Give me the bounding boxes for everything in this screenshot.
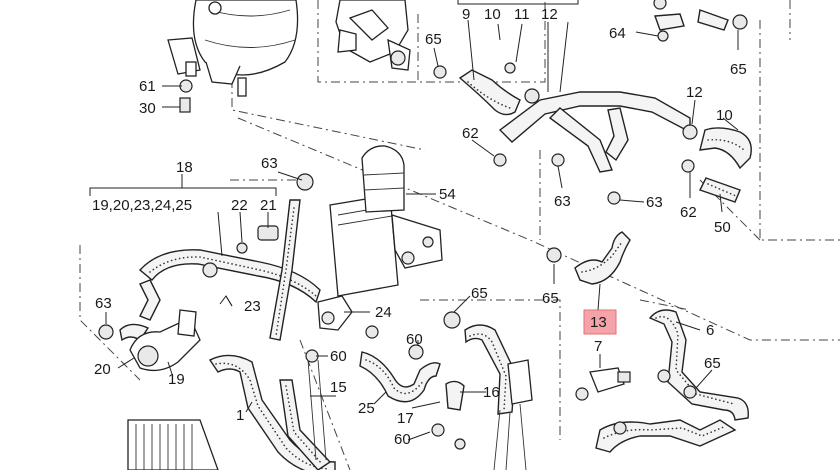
label-24: 24: [375, 304, 392, 321]
label-30: 30: [139, 100, 156, 117]
label-25: 25: [358, 400, 375, 417]
label-17: 17: [397, 410, 414, 427]
callout-labels: 9 10 11 12 64 65 65 61 30 12 10 62 63 54…: [92, 6, 747, 448]
label-22: 22: [231, 197, 248, 214]
label-1: 1: [236, 407, 244, 424]
label-54: 54: [439, 186, 456, 203]
hose-assembly-16-17: [431, 311, 533, 470]
label-65-center: 65: [542, 290, 559, 307]
label-64: 64: [609, 25, 626, 42]
hose-25: [359, 344, 441, 403]
label-10-top: 10: [484, 6, 501, 23]
label-63-upper: 63: [261, 155, 278, 172]
leader-lines: [89, 0, 739, 441]
label-60-left: 60: [330, 348, 347, 365]
hose-13: [574, 231, 631, 285]
label-50: 50: [714, 219, 731, 236]
radiator: [127, 419, 219, 470]
label-61: 61: [139, 78, 156, 95]
label-65-right: 65: [730, 61, 747, 78]
sensor-7: [575, 367, 631, 401]
oil-cooler-54: [329, 145, 443, 297]
label-65-lower-right: 65: [704, 355, 721, 372]
label-12-top: 12: [541, 6, 558, 23]
label-65-top: 65: [425, 31, 442, 48]
label-15: 15: [330, 379, 347, 396]
thermostat-housing: [335, 0, 411, 71]
valve-24: [225, 295, 379, 339]
highlight-box-13: [583, 309, 617, 335]
label-13: 13: [590, 314, 607, 331]
label-23: 23: [244, 298, 261, 315]
coolant-pipe-assembly: [433, 0, 752, 263]
pump-19-20: [129, 309, 201, 372]
label-10-right: 10: [716, 107, 733, 124]
label-11: 11: [514, 6, 530, 23]
label-19: 19: [168, 371, 185, 388]
label-62-right: 62: [680, 204, 697, 221]
expansion-tank: [167, 0, 299, 97]
label-19-group: 19,20,23,24,25: [92, 197, 192, 214]
label-21: 21: [260, 197, 277, 214]
label-60-mid: 60: [406, 331, 423, 348]
label-12-right: 12: [686, 84, 703, 101]
label-62-left: 62: [462, 125, 479, 142]
label-6: 6: [706, 322, 714, 339]
label-63-right: 63: [646, 194, 663, 211]
label-65-mid: 65: [471, 285, 488, 302]
label-60-bottom: 60: [394, 431, 411, 448]
label-16: 16: [483, 384, 500, 401]
label-7: 7: [594, 338, 602, 355]
label-63-left: 63: [95, 295, 112, 312]
label-18: 18: [176, 159, 193, 176]
hose-6: [595, 309, 749, 453]
hose-1-15: [208, 349, 336, 470]
label-63-mid: 63: [554, 193, 571, 210]
label-20: 20: [94, 361, 111, 378]
label-9: 9: [462, 6, 470, 23]
hose-harness-18: [98, 79, 321, 342]
